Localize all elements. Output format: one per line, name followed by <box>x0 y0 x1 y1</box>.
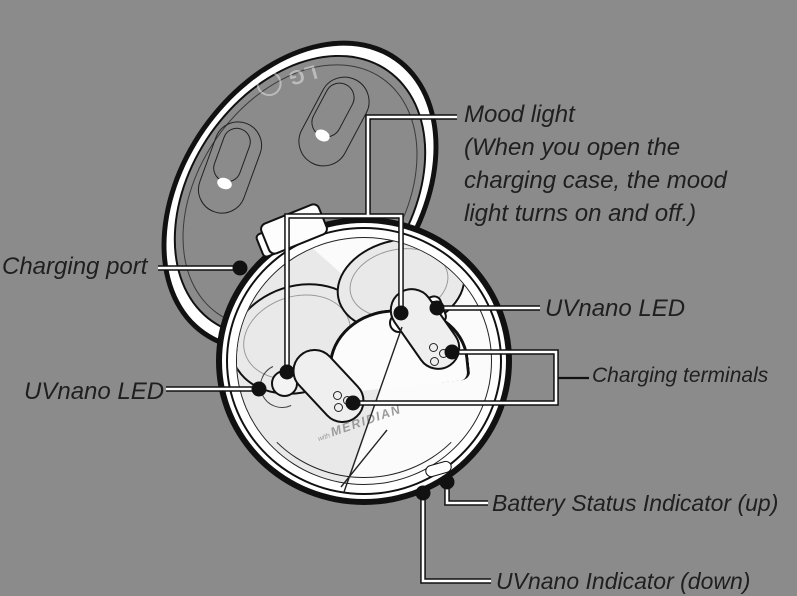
lg-logo-text: LG <box>285 60 320 90</box>
label-charging-terminals: Charging terminals <box>592 364 769 387</box>
label-mood-light: Mood light (When you open the charging c… <box>464 98 727 230</box>
label-charging-port: Charging port <box>2 253 148 280</box>
label-mood-light-line1: Mood light <box>464 101 575 128</box>
label-mood-light-line4: light turns on and off.) <box>464 200 697 227</box>
label-battery-status-indicator: Battery Status Indicator (up) <box>492 490 779 516</box>
label-mood-light-line2: (When you open the <box>464 134 681 161</box>
label-mood-light-line3: charging case, the mood <box>464 167 727 194</box>
tray-floor-arc <box>241 240 487 478</box>
label-uvnano-indicator: UVnano Indicator (down) <box>496 568 751 594</box>
label-uvnano-led-left: UVnano LED <box>24 378 165 405</box>
label-uvnano-led-right: UVnano LED <box>545 295 686 322</box>
lg-emblem-icon <box>253 68 285 100</box>
